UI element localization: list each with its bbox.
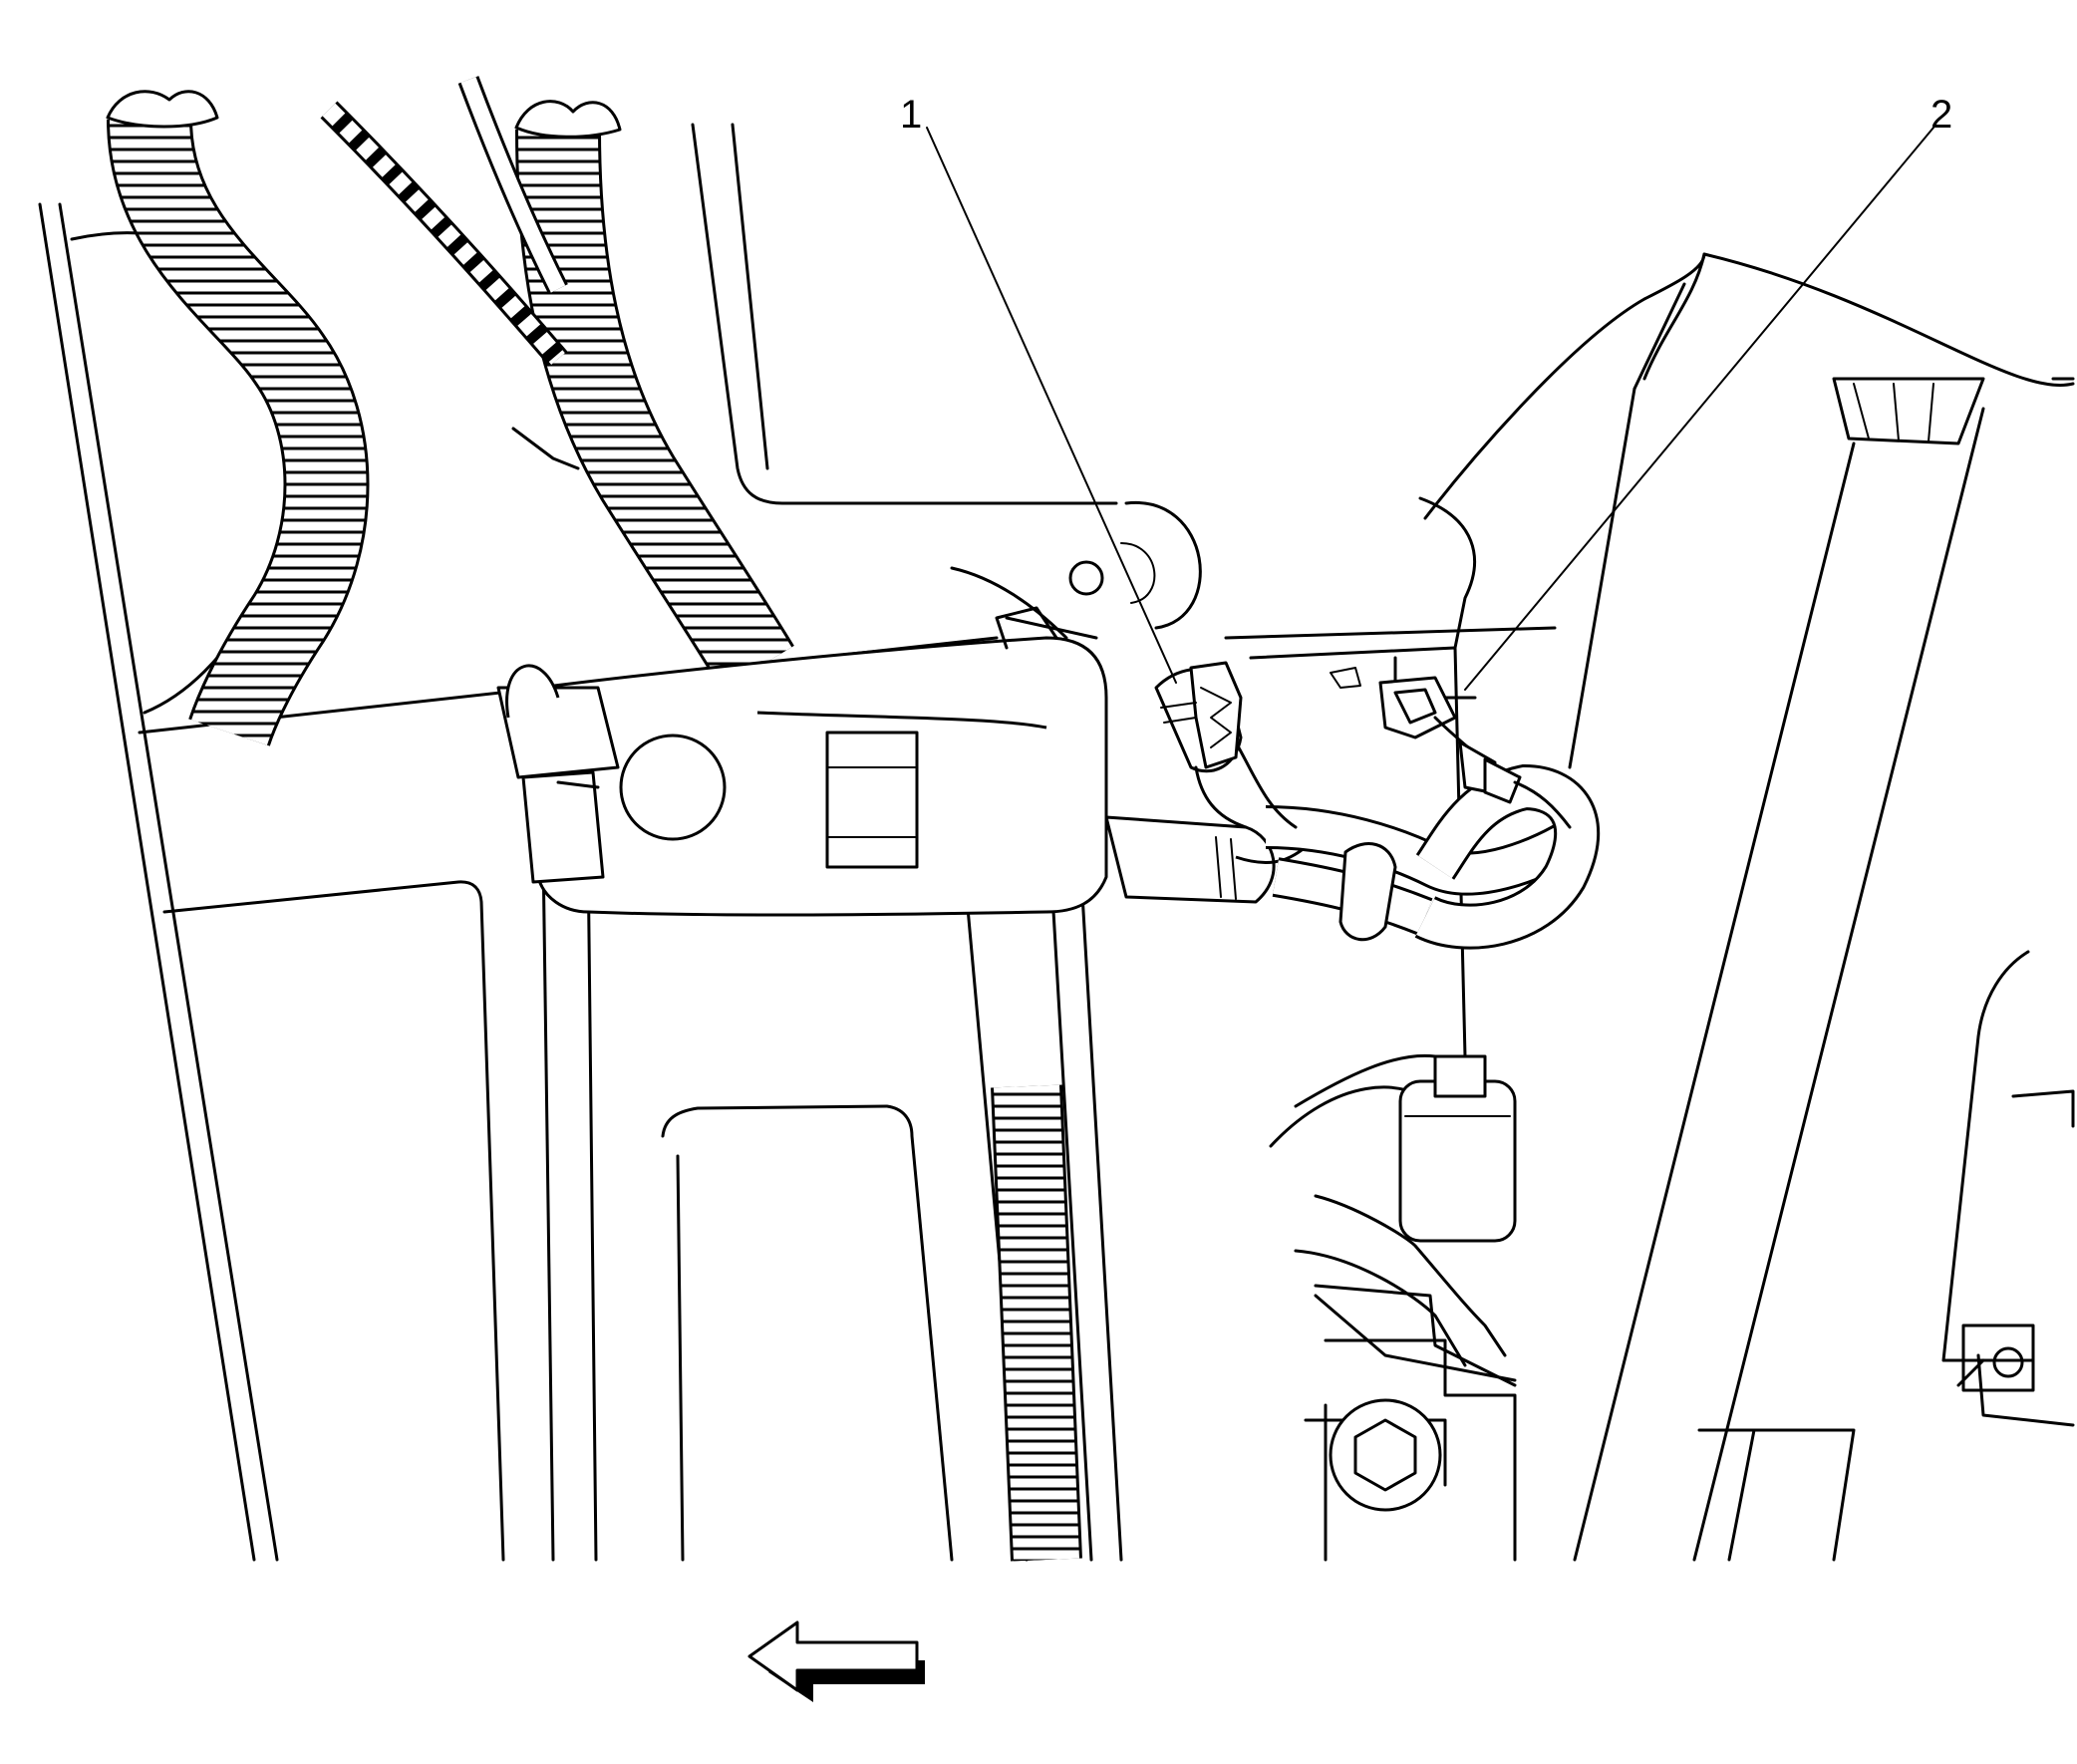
callout-2-label: 2: [1930, 93, 1952, 137]
callout-1-label: 1: [900, 93, 922, 137]
sensor-assembly: [1269, 1053, 1517, 1562]
crossbar-bracket: [496, 606, 1108, 917]
connector-1: [1154, 661, 1248, 829]
lower-conduit: [991, 1084, 1082, 1562]
left-arrow-icon: [747, 1620, 925, 1702]
left-conduit: [106, 90, 370, 746]
center-conduit: [514, 100, 794, 691]
ground-terminal-2: [1378, 676, 1572, 829]
thin-wires: [320, 76, 580, 470]
callout-leaders: [926, 127, 1934, 691]
harness-cable: [1104, 740, 1601, 950]
main-bracket-panel: [138, 636, 1123, 1562]
left-frame-rail: [38, 202, 301, 1562]
right-side-components: [1418, 252, 2075, 1562]
